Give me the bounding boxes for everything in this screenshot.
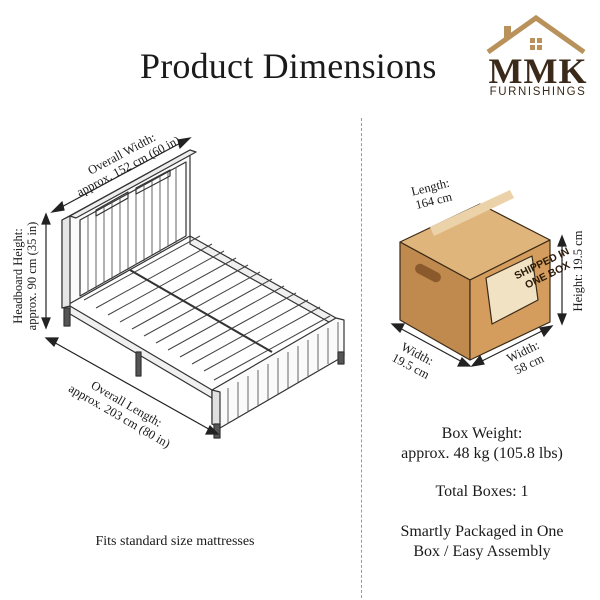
mattress-note: Fits standard size mattresses — [95, 534, 255, 549]
house-logo-icon — [486, 14, 586, 54]
brand-subtitle: FURNISHINGS — [489, 86, 587, 98]
shipping-box-illustration — [390, 190, 567, 367]
headboard-height-label: Headboard Height: approx. 90 cm (35 in) — [11, 221, 39, 331]
box-weight: Box Weight: approx. 48 kg (105.8 lbs) — [401, 425, 563, 462]
page-title: Product Dimensions — [140, 46, 437, 86]
packaging-note: Smartly Packaged in One Box / Easy Assem… — [400, 523, 564, 560]
total-boxes: Total Boxes: 1 — [435, 483, 529, 500]
brand-name: MMK — [488, 51, 588, 91]
bed-frame-illustration — [41, 137, 345, 439]
section-divider — [361, 118, 362, 598]
box-height-label: Height: 19.5 cm — [571, 230, 585, 312]
